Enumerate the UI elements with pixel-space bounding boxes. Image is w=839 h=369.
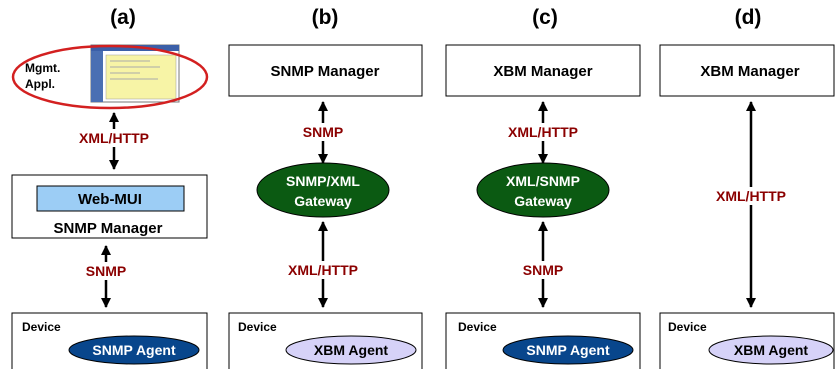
agent-d-label: XBM Agent — [734, 342, 808, 358]
panel-b-label: (b) — [312, 6, 339, 29]
link-a-bottom: SNMP — [86, 263, 126, 279]
panel-d: (d) XBM Manager XML/HTTP Device XBM Agen… — [659, 6, 835, 369]
panel-d-label: (d) — [735, 6, 762, 29]
agent-c-label: SNMP Agent — [526, 342, 610, 358]
manager-box-b — [228, 44, 423, 97]
gateway-c-line1: XML/SNMP — [506, 173, 580, 189]
mgmt-app: Mgmt. Appl. — [11, 44, 209, 110]
device-a-label: Device — [22, 320, 61, 334]
manager-a-label: SNMP Manager — [54, 220, 163, 237]
mgmt-app-label-line2: Appl. — [25, 77, 55, 91]
web-mui-label: Web-MUI — [78, 191, 142, 208]
device-b-label: Device — [238, 320, 277, 334]
agent-ellipse-d — [708, 335, 834, 365]
manager-box-d — [659, 44, 835, 97]
highlight-ellipse — [11, 44, 209, 110]
screenshot-thumbnail-icon — [90, 44, 180, 103]
gateway-b-line2: Gateway — [294, 193, 352, 209]
panel-c: (c) XBM Manager XML/HTTP XML/SNMP Gatewa… — [445, 6, 641, 369]
panel-a-label: (a) — [110, 6, 136, 29]
manager-d-label: XBM Manager — [700, 63, 799, 80]
gateway-c-line2: Gateway — [514, 193, 572, 209]
agent-ellipse-b — [285, 335, 417, 365]
panel-b: (b) SNMP Manager SNMP SNMP/XML Gateway X… — [228, 6, 423, 369]
manager-b-label: SNMP Manager — [271, 63, 380, 80]
mgmt-app-label-line1: Mgmt. — [25, 61, 60, 75]
panel-a: (a) Mgmt. Appl. XML/HTTP Web-MUI SN — [11, 6, 209, 369]
manager-c-label: XBM Manager — [493, 63, 592, 80]
link-c-bottom: SNMP — [523, 262, 563, 278]
web-mui-box — [36, 185, 185, 212]
gateway-ellipse-c — [476, 162, 610, 218]
manager-box-c — [445, 44, 641, 97]
device-d-label: Device — [668, 320, 707, 334]
agent-a-label: SNMP Agent — [92, 342, 176, 358]
device-c-label: Device — [458, 320, 497, 334]
agent-ellipse-c — [502, 335, 634, 365]
gateway-b-line1: SNMP/XML — [286, 173, 360, 189]
agent-b-label: XBM Agent — [314, 342, 388, 358]
link-d: XML/HTTP — [716, 188, 786, 204]
panel-c-label: (c) — [532, 6, 558, 29]
agent-ellipse-a — [68, 335, 200, 365]
gateway-ellipse-b — [256, 162, 390, 218]
link-b-bottom: XML/HTTP — [288, 262, 358, 278]
link-b-top: SNMP — [303, 124, 343, 140]
link-c-top: XML/HTTP — [508, 124, 578, 140]
link-a-top: XML/HTTP — [79, 130, 149, 146]
